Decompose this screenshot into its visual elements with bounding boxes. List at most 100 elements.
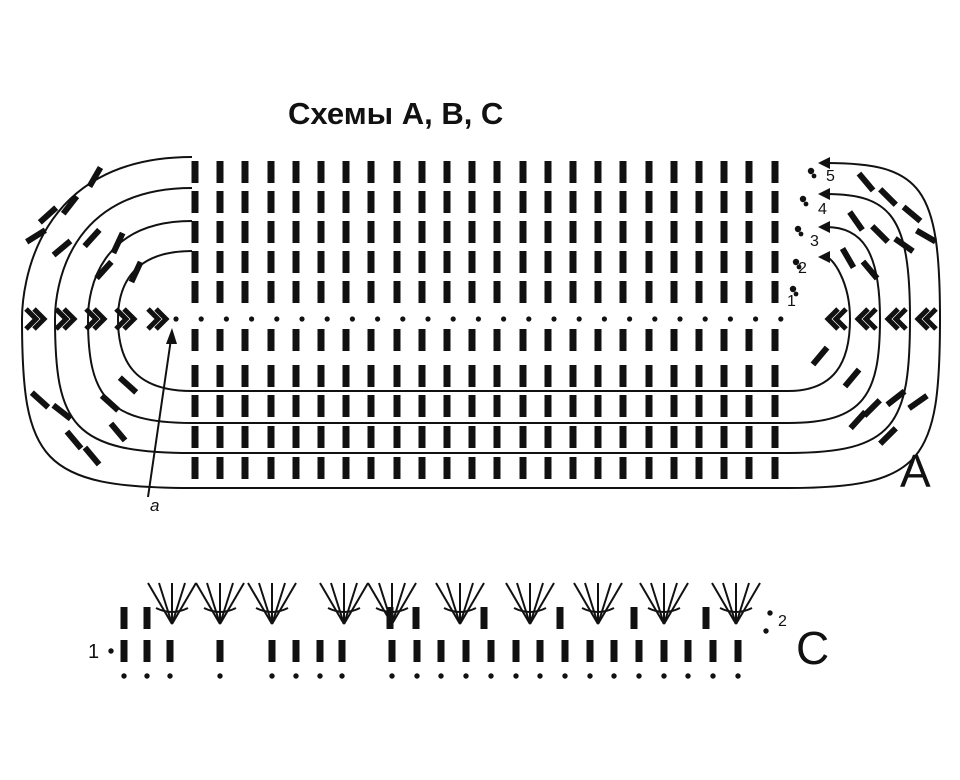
chain-stitch (677, 316, 683, 322)
fan-stroke (650, 582, 665, 625)
double-crochet-stitch (645, 251, 653, 273)
turn-chevron (62, 307, 78, 331)
turn-chevron (892, 307, 908, 331)
round-marker-dot (798, 231, 804, 237)
double-crochet-stitch (594, 281, 602, 303)
double-crochet-stitch (645, 221, 653, 243)
double-crochet-stitch (619, 221, 627, 243)
double-crochet-stitch (191, 161, 199, 183)
double-crochet-stitch (367, 395, 375, 417)
scheme-a-label: А (900, 445, 931, 497)
chain-stitch (269, 673, 275, 679)
double-crochet-stitch (342, 251, 350, 273)
double-crochet-stitch (437, 640, 445, 662)
turn-chevron (862, 307, 878, 331)
turn-stitch (51, 402, 73, 422)
double-crochet-stitch (216, 640, 224, 662)
turn-chevron (84, 307, 100, 331)
round-marker-dot (796, 264, 802, 270)
turn-stitch (878, 426, 898, 446)
double-crochet-stitch (268, 640, 276, 662)
double-crochet-stitch (418, 365, 426, 387)
double-crochet-stitch (317, 426, 325, 448)
double-crochet-stitch (216, 161, 224, 183)
row-start-dot (108, 648, 114, 654)
double-crochet-stitch (443, 329, 451, 351)
fan-stroke (258, 582, 273, 625)
double-crochet-stitch (317, 395, 325, 417)
turn-stitch (128, 260, 144, 284)
double-crochet-stitch (443, 281, 451, 303)
double-crochet-stitch (241, 251, 249, 273)
double-crochet-stitch (292, 329, 300, 351)
turn-stitch (847, 210, 865, 232)
fan-stroke (584, 582, 599, 625)
double-crochet-stitch (443, 395, 451, 417)
double-crochet-stitch (695, 221, 703, 243)
double-crochet-stitch (143, 640, 151, 662)
chain-stitch (685, 673, 691, 679)
double-crochet-stitch (191, 457, 199, 479)
chain-stitch (636, 673, 642, 679)
double-crochet-stitch (292, 191, 300, 213)
diagram-title: Схемы А, В, С (288, 96, 503, 131)
double-crochet-stitch (493, 457, 501, 479)
double-crochet-stitch (342, 457, 350, 479)
turn-stitch (82, 445, 102, 467)
turn-stitch (60, 194, 80, 216)
chain-stitch (167, 673, 173, 679)
fan-stroke (711, 582, 737, 625)
double-crochet-stitch (670, 457, 678, 479)
double-crochet-stitch (734, 640, 742, 662)
double-crochet-stitch (342, 329, 350, 351)
double-crochet-stitch (745, 426, 753, 448)
double-crochet-stitch (267, 365, 275, 387)
double-crochet-stitch (493, 191, 501, 213)
double-crochet-stitch (771, 281, 779, 303)
double-crochet-stitch (720, 251, 728, 273)
row-number-2: 2 (778, 613, 787, 630)
double-crochet-stitch (519, 457, 527, 479)
double-crochet-stitch (771, 191, 779, 213)
double-crochet-stitch (569, 161, 577, 183)
double-crochet-stitch (468, 251, 476, 273)
chain-stitch (121, 673, 127, 679)
double-crochet-stitch (388, 640, 396, 662)
fan-stroke (663, 582, 689, 625)
double-crochet-stitch (493, 426, 501, 448)
turn-stitch (856, 171, 876, 193)
double-crochet-stitch (216, 251, 224, 273)
double-crochet-stitch (745, 365, 753, 387)
double-crochet-stitch (468, 329, 476, 351)
double-crochet-stitch (342, 281, 350, 303)
double-crochet-stitch (493, 161, 501, 183)
start-pointer: а (147, 328, 177, 515)
double-crochet-stitch (317, 161, 325, 183)
double-crochet-stitch (569, 221, 577, 243)
double-crochet-stitch (191, 221, 199, 243)
chain-stitch (324, 316, 330, 322)
start-pointer-label: а (150, 496, 159, 515)
double-crochet-stitch (695, 281, 703, 303)
double-crochet-stitch (462, 640, 470, 662)
double-crochet-stitch (619, 191, 627, 213)
double-crochet-stitch (594, 395, 602, 417)
double-crochet-stitch (594, 191, 602, 213)
chain-stitch (501, 316, 507, 322)
double-crochet-stitch (684, 640, 692, 662)
double-crochet-stitch (418, 426, 426, 448)
fan-stroke (195, 582, 221, 625)
double-crochet-stitch (241, 365, 249, 387)
double-crochet-stitch (670, 365, 678, 387)
double-crochet-stitch (468, 426, 476, 448)
double-crochet-stitch (745, 251, 753, 273)
turn-stitch (29, 390, 51, 410)
double-crochet-stitch (695, 251, 703, 273)
double-crochet-stitch (317, 365, 325, 387)
double-crochet-stitch (594, 329, 602, 351)
fan-stroke (391, 582, 406, 625)
double-crochet-stitch (292, 221, 300, 243)
turn-chevron (122, 307, 138, 331)
double-crochet-stitch (619, 329, 627, 351)
turn-stitch (86, 165, 104, 189)
